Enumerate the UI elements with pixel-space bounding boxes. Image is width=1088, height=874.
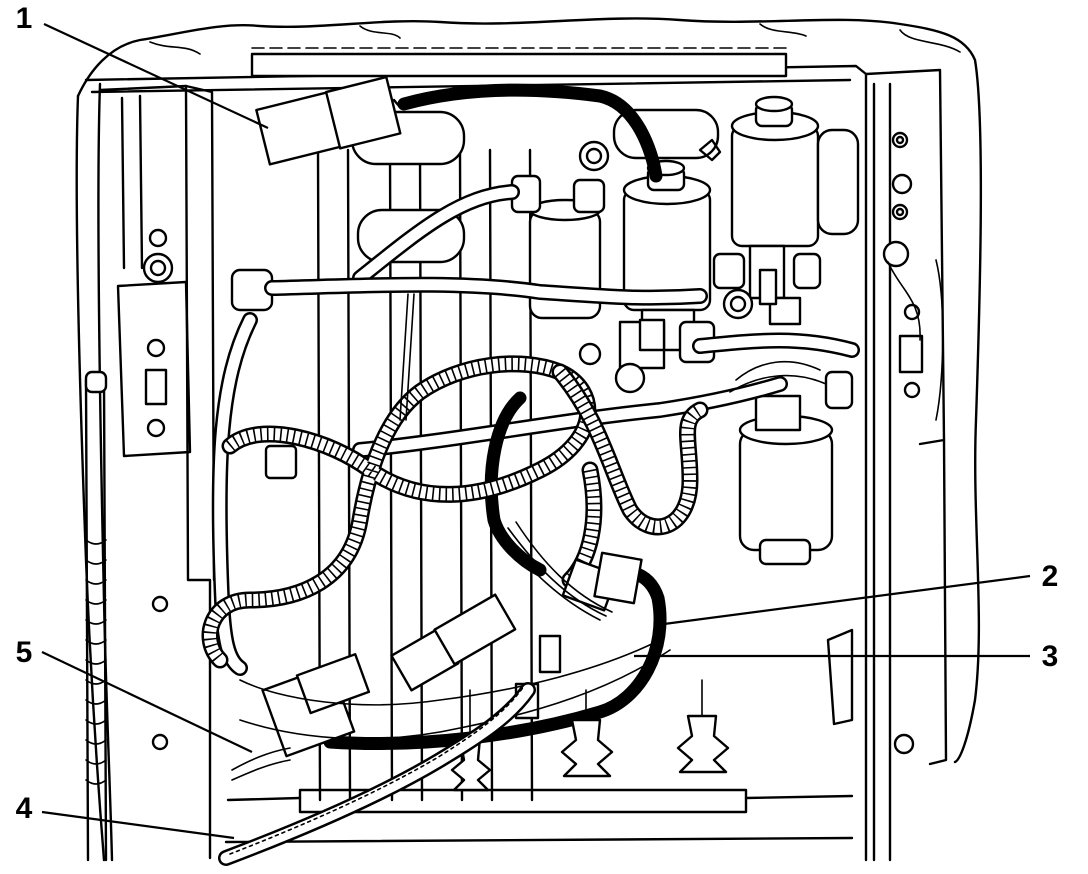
callout-1: 1: [16, 2, 33, 35]
leader-1: [43, 23, 269, 129]
leader-5: [41, 651, 253, 753]
leader-4: [41, 810, 235, 840]
motor-lower: [738, 394, 834, 566]
springs: [450, 679, 730, 792]
leader-2: [663, 574, 1031, 626]
bottom-harness: [218, 682, 536, 866]
conduit: [201, 355, 709, 669]
callout-leaders: [41, 23, 1031, 840]
connector-1: [255, 75, 406, 166]
callout-5: 5: [16, 636, 33, 669]
motor-right: [730, 95, 860, 326]
callout-labels: 1 2 3 4 5: [16, 2, 1059, 825]
seat-frame: [75, 17, 983, 862]
callout-3: 3: [1042, 640, 1059, 673]
thin-wires: [239, 293, 827, 740]
callout-4: 4: [16, 792, 33, 825]
tubes: [211, 184, 860, 676]
connectors: [255, 75, 778, 758]
callout-2: 2: [1042, 560, 1059, 593]
